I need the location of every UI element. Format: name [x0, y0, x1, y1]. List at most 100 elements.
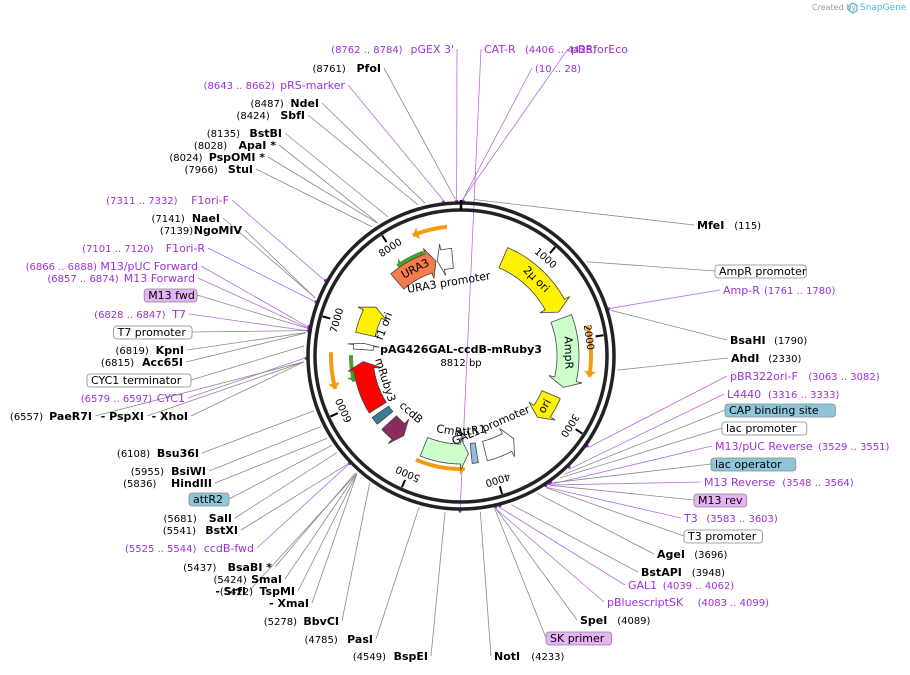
label-pbluescriptsk[interactable]: pBluescriptSK(4083 .. 4099)	[607, 596, 769, 609]
label-xhoi[interactable]: - XhoI	[152, 410, 188, 423]
label-t7[interactable]: T7(6828 .. 6847)	[94, 308, 186, 321]
credit-brand: SnapGene	[860, 3, 907, 13]
leader-line	[511, 504, 639, 573]
label-kpni[interactable]: KpnI(6819)	[116, 344, 184, 357]
label-bsu36i[interactable]: Bsu36I(6108)	[117, 447, 199, 460]
feature-ccdb[interactable]	[381, 415, 409, 445]
label-attr2[interactable]: attR2	[188, 492, 230, 507]
label-m13-puc-reverse[interactable]: M13/pUC Reverse(3529 .. 3551)	[715, 440, 890, 453]
label-hindiii[interactable]: HindIII(5836)	[123, 477, 212, 490]
feature-f1-ori[interactable]	[355, 306, 388, 338]
label-spei[interactable]: SpeI(4089)	[580, 614, 651, 627]
label-m13-reverse[interactable]: M13 Reverse(3548 .. 3564)	[704, 476, 854, 489]
label-lac-promoter[interactable]: lac promoter	[721, 421, 808, 436]
feature-ampr[interactable]	[548, 314, 583, 388]
feature-2-ori[interactable]	[498, 247, 571, 314]
label-xmai[interactable]: - XmaI	[269, 597, 309, 610]
label-acc65i[interactable]: Acc65I(6815)	[101, 356, 183, 369]
label-t3-promoter[interactable]: T3 promoter	[683, 529, 763, 544]
credit: Created by SnapGene	[812, 2, 907, 14]
feature-segment[interactable]	[371, 405, 394, 425]
label-ahdi[interactable]: AhdI(2330)	[731, 352, 802, 365]
label-t3[interactable]: T3(3583 .. 3603)	[683, 512, 778, 525]
label-prs-marker[interactable]: pRS-marker(8643 .. 8662)	[204, 79, 346, 92]
label-bstapi[interactable]: BstAPI(3948)	[641, 566, 725, 579]
label-pgex-3[interactable]: pGEX 3'(8762 .. 8784)	[331, 43, 454, 56]
feature-attr1[interactable]	[469, 442, 479, 464]
label-pbrforeco[interactable]: pBRforEco	[571, 43, 628, 56]
orf-arrowhead	[412, 227, 421, 239]
leader-line	[500, 507, 626, 586]
label-10-28[interactable]: (10 .. 28)	[535, 64, 581, 75]
label-position: (3316 .. 3333)	[768, 390, 840, 401]
label-pbr322ori-f[interactable]: pBR322ori-F(3063 .. 3082)	[730, 370, 880, 383]
label-pasi[interactable]: PasI(4785)	[305, 633, 373, 646]
feature-ura3-promoter[interactable]	[436, 243, 454, 276]
label-name: - SrfI	[215, 585, 246, 598]
label-ampr-promoter[interactable]: AmpR promoter	[714, 264, 807, 279]
label-tspmi[interactable]: TspMI(5422)	[220, 585, 295, 598]
label-name: pBRforEco	[571, 43, 628, 56]
label-naei[interactable]: NaeI(7141)	[152, 212, 220, 225]
label-ndei[interactable]: NdeI(8487)	[251, 97, 319, 110]
label-f1ori-f[interactable]: F1ori-F(7311 .. 7332)	[106, 194, 229, 207]
label-l4440[interactable]: L4440(3316 .. 3333)	[727, 388, 840, 401]
label-sbfi[interactable]: SbfI(8424)	[237, 109, 305, 122]
label-cat-r[interactable]: CAT-R(4406 .. 4425)	[484, 43, 597, 56]
label-stui[interactable]: StuI(7966)	[185, 163, 253, 176]
label-gal1[interactable]: GAL1(4039 .. 4062)	[628, 579, 734, 592]
tick-mark	[400, 479, 407, 488]
label-ngomiv[interactable]: NgoMIV(7139)	[160, 224, 243, 237]
feature-mruby3[interactable]	[347, 361, 387, 414]
leader-line	[146, 361, 305, 417]
label-bsabi[interactable]: BsaBI *(5437)	[183, 561, 272, 574]
label-paer7i[interactable]: PaeR7I(6557)	[10, 410, 92, 423]
label-cyc1[interactable]: CYC1(6579 .. 6597)	[81, 392, 185, 405]
label-pfoi[interactable]: PfoI(8761)	[313, 62, 381, 75]
label-mfei[interactable]: MfeI(115)	[697, 219, 761, 232]
label-box	[693, 493, 748, 508]
feature-ura3[interactable]	[390, 248, 437, 290]
label-bbvci[interactable]: BbvCI(5278)	[264, 615, 339, 628]
label-smai[interactable]: SmaI(5424)	[214, 573, 282, 586]
label-bstbi[interactable]: BstBI(8135)	[207, 127, 282, 140]
feature-cmr[interactable]	[419, 436, 469, 471]
leader-line	[255, 168, 373, 228]
feature-gal1-promoter[interactable]	[482, 428, 515, 462]
label-pspomi[interactable]: PspOMI *(8024)	[169, 151, 265, 164]
tick-label: 7000	[329, 307, 347, 334]
label-lac-operator[interactable]: lac operator	[710, 457, 797, 472]
feature-segment[interactable]	[347, 342, 380, 351]
label-pspxi[interactable]: - PspXI	[101, 410, 144, 423]
label-ccdb-fwd[interactable]: ccdB-fwd(5525 .. 5544)	[125, 542, 254, 555]
label-sk-primer[interactable]: SK primer	[545, 631, 612, 646]
label-cyc1-terminator[interactable]: CYC1 terminator	[86, 373, 192, 388]
tick-label: 3000	[558, 411, 581, 438]
label-m13-forward[interactable]: M13 Forward(6857 .. 6874)	[47, 272, 195, 285]
label-agei[interactable]: AgeI(3696)	[657, 548, 728, 561]
label-box-text: CAP binding site	[729, 404, 819, 417]
label-f1ori-r[interactable]: F1ori-R(7101 .. 7120)	[82, 242, 205, 255]
label-position: (3948)	[692, 568, 725, 579]
label-amp-r[interactable]: Amp-R(1761 .. 1780)	[723, 284, 836, 297]
label-t7-promoter[interactable]: T7 promoter	[113, 325, 193, 340]
label-srfi[interactable]: - SrfI	[215, 585, 246, 598]
label-noti[interactable]: NotI(4233)	[494, 650, 565, 663]
feature-ori[interactable]	[528, 390, 561, 421]
label-name: pRS-marker	[280, 79, 345, 92]
label-cap-binding-site[interactable]: CAP binding site	[724, 403, 836, 418]
label-apai[interactable]: ApaI *(8028)	[194, 139, 276, 152]
label-bsiwi[interactable]: BsiWI(5955)	[131, 465, 206, 478]
label-m13-fwd[interactable]: M13 fwd	[143, 288, 198, 303]
label-bstxi[interactable]: BstXI(5541)	[163, 524, 238, 537]
label-m13-rev[interactable]: M13 rev	[693, 493, 748, 508]
label-m13-puc-forward[interactable]: M13/pUC Forward(6866 .. 6888)	[26, 260, 198, 273]
leader-line	[248, 473, 358, 592]
label-sali[interactable]: SalI(5681)	[164, 512, 232, 525]
label-bsahi[interactable]: BsaHI(1790)	[730, 334, 807, 347]
leader-line	[495, 508, 605, 603]
label-name: BstBI	[249, 127, 282, 140]
label-bspei[interactable]: BspEI(4549)	[353, 650, 428, 663]
label-name: ApaI *	[239, 139, 277, 152]
